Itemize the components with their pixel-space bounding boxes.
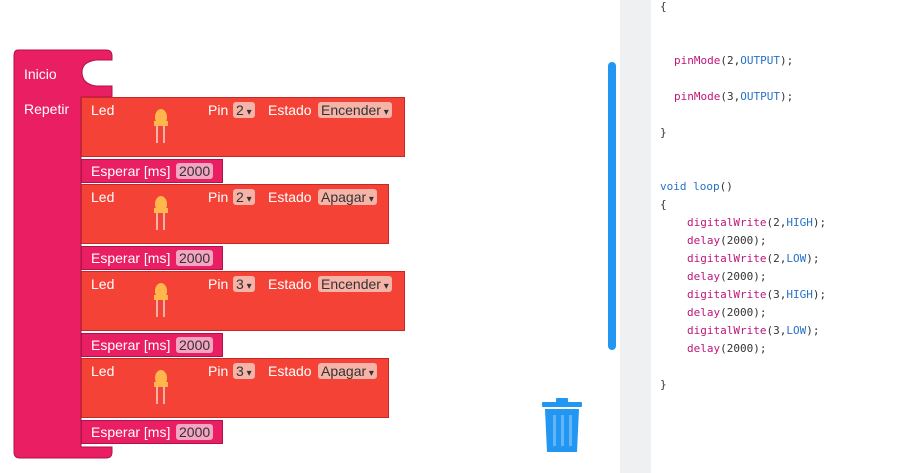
- led-label: Led: [91, 276, 115, 292]
- code-line: }: [660, 126, 667, 139]
- repeat-label: Repetir: [24, 101, 70, 117]
- state-dropdown[interactable]: Encender: [318, 102, 392, 118]
- led-icon: [154, 196, 168, 230]
- code-line: pinMode(2,OUTPUT);: [674, 54, 794, 67]
- code-line: digitalWrite(2,HIGH);: [687, 216, 827, 229]
- code-line: digitalWrite(3,HIGH);: [687, 288, 827, 301]
- wait-label: Esperar [ms]: [91, 424, 171, 440]
- code-line: delay(2000);: [687, 270, 767, 283]
- state-label: Estado: [268, 363, 312, 379]
- code-line: void loop(): [660, 180, 733, 193]
- code-line: pinMode(3,OUTPUT);: [674, 90, 794, 103]
- blocks-workspace[interactable]: Inicio Repetir Led Pin 2 Estado Encender…: [0, 0, 620, 473]
- code-line: {: [660, 0, 667, 13]
- code-line: digitalWrite(3,LOW);: [687, 324, 820, 337]
- wait-input[interactable]: 2000: [176, 424, 214, 440]
- code-line: delay(2000);: [687, 342, 767, 355]
- wait-label: Esperar [ms]: [91, 337, 171, 353]
- code-line: }: [660, 378, 667, 391]
- wait-input[interactable]: 2000: [176, 250, 214, 266]
- led-label: Led: [91, 189, 115, 205]
- led-icon: [154, 370, 168, 404]
- wait-label: Esperar [ms]: [91, 163, 171, 179]
- wait-input[interactable]: 2000: [176, 337, 214, 353]
- code-gutter: [620, 0, 651, 473]
- trash-icon[interactable]: [540, 398, 584, 454]
- pin-label: Pin: [208, 276, 229, 292]
- state-dropdown[interactable]: Encender: [318, 276, 392, 292]
- led-label: Led: [91, 363, 115, 379]
- code-line: digitalWrite(2,LOW);: [687, 252, 820, 265]
- pin-dropdown[interactable]: 2: [233, 102, 255, 118]
- state-dropdown[interactable]: Apagar: [318, 189, 377, 205]
- wait-label: Esperar [ms]: [91, 250, 171, 266]
- pin-label: Pin: [208, 102, 229, 118]
- state-dropdown[interactable]: Apagar: [318, 363, 377, 379]
- code-line: delay(2000);: [687, 234, 767, 247]
- pin-dropdown[interactable]: 3: [233, 276, 255, 292]
- code-panel: { pinMode(2,OUTPUT); pinMode(3,OUTPUT); …: [620, 0, 905, 473]
- code-line: {: [660, 198, 667, 211]
- start-label: Inicio: [24, 66, 57, 82]
- state-label: Estado: [268, 189, 312, 205]
- led-label: Led: [91, 102, 115, 118]
- wait-input[interactable]: 2000: [176, 163, 214, 179]
- led-icon: [154, 109, 168, 143]
- code-line: delay(2000);: [687, 306, 767, 319]
- state-label: Estado: [268, 102, 312, 118]
- pin-label: Pin: [208, 189, 229, 205]
- state-label: Estado: [268, 276, 312, 292]
- workspace-scrollbar[interactable]: [608, 62, 616, 350]
- pin-label: Pin: [208, 363, 229, 379]
- pin-dropdown[interactable]: 3: [233, 363, 255, 379]
- pin-dropdown[interactable]: 2: [233, 189, 255, 205]
- led-icon: [154, 283, 168, 317]
